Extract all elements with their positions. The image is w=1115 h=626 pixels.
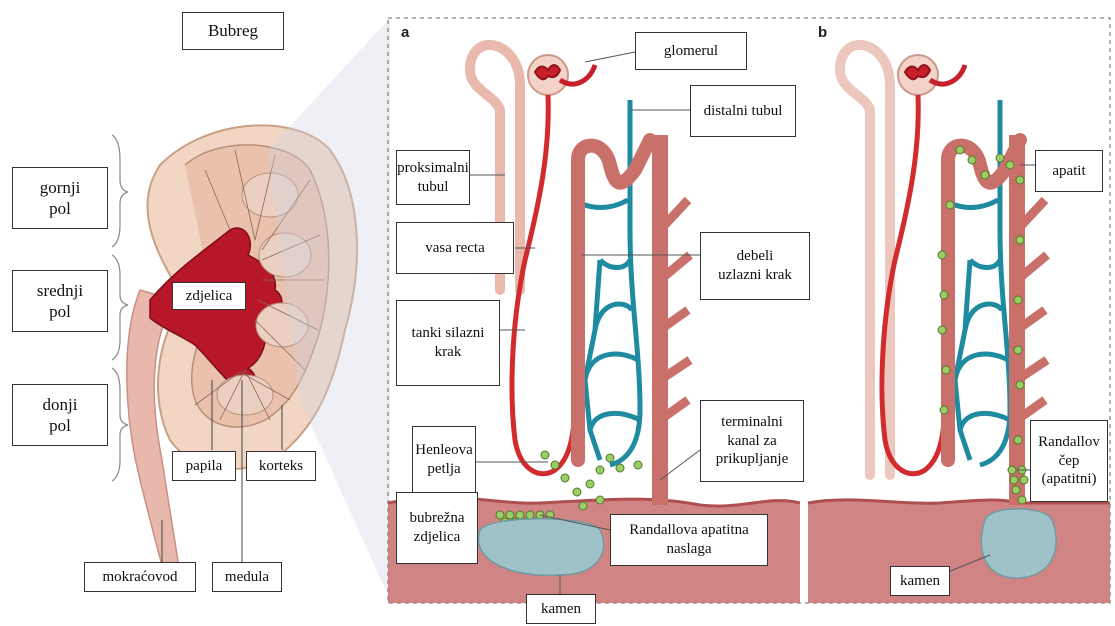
- label-gornji-pol: gornji pol: [12, 167, 108, 229]
- label-randallova-naslaga: Randallova apatitna naslaga: [610, 514, 768, 566]
- label-glomerul: glomerul: [635, 32, 747, 70]
- label-randallov-cep: Randallov čep (apatitni): [1030, 420, 1108, 502]
- label-kamen-a: kamen: [526, 594, 596, 624]
- label-donji-pol: donji pol: [12, 384, 108, 446]
- label-korteks: korteks: [246, 451, 316, 481]
- label-apatit: apatit: [1035, 150, 1103, 192]
- panel-b-letter: b: [818, 24, 827, 41]
- label-mokracovod: mokraćovod: [84, 562, 196, 592]
- label-proksimalni-tubul: proksimalni tubul: [396, 150, 470, 205]
- label-vasa-recta: vasa recta: [396, 222, 514, 274]
- label-papila: papila: [172, 451, 236, 481]
- label-terminalni-kanal: terminalni kanal za prikupljanje: [700, 400, 804, 482]
- label-zdjelica: zdjelica: [172, 282, 246, 310]
- panel-b-nephron: [808, 45, 1110, 603]
- label-bubrezna-zdjelica: bubrežna zdjelica: [396, 492, 478, 564]
- label-distalni-tubul: distalni tubul: [690, 85, 796, 137]
- label-tanki-silazni-krak: tanki silazni krak: [396, 300, 500, 386]
- label-bubreg: Bubreg: [182, 12, 284, 50]
- panel-a-letter: a: [401, 24, 409, 41]
- label-henleova-petlja: Henleova petlja: [412, 426, 476, 494]
- label-debeli-uzlazni-krak: debeli uzlazni krak: [700, 232, 810, 300]
- label-medula: medula: [212, 562, 282, 592]
- label-srednji-pol: srednji pol: [12, 270, 108, 332]
- label-kamen-b: kamen: [890, 566, 950, 596]
